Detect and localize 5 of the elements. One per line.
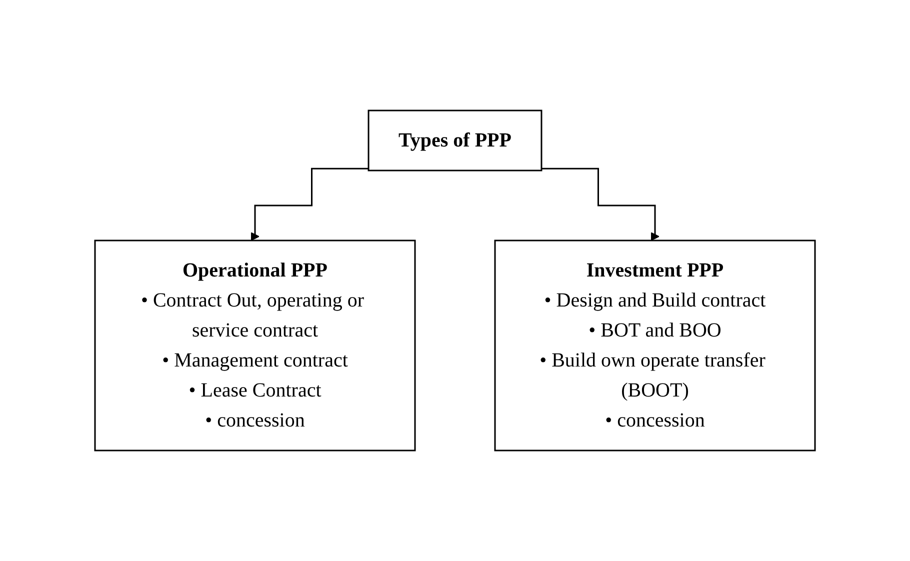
node-box: Investment PPP • Design and Build contract • BOT and BOO • Build own operate transfer (BOOT) • concession [494, 240, 816, 452]
node-box: Operational PPP • Contract Out, operating or service contract • Management contract • Lease Contract • concession [94, 240, 416, 452]
arrow [541, 168, 660, 241]
arrow [250, 168, 369, 241]
node-box: Types of PPP [368, 110, 542, 172]
